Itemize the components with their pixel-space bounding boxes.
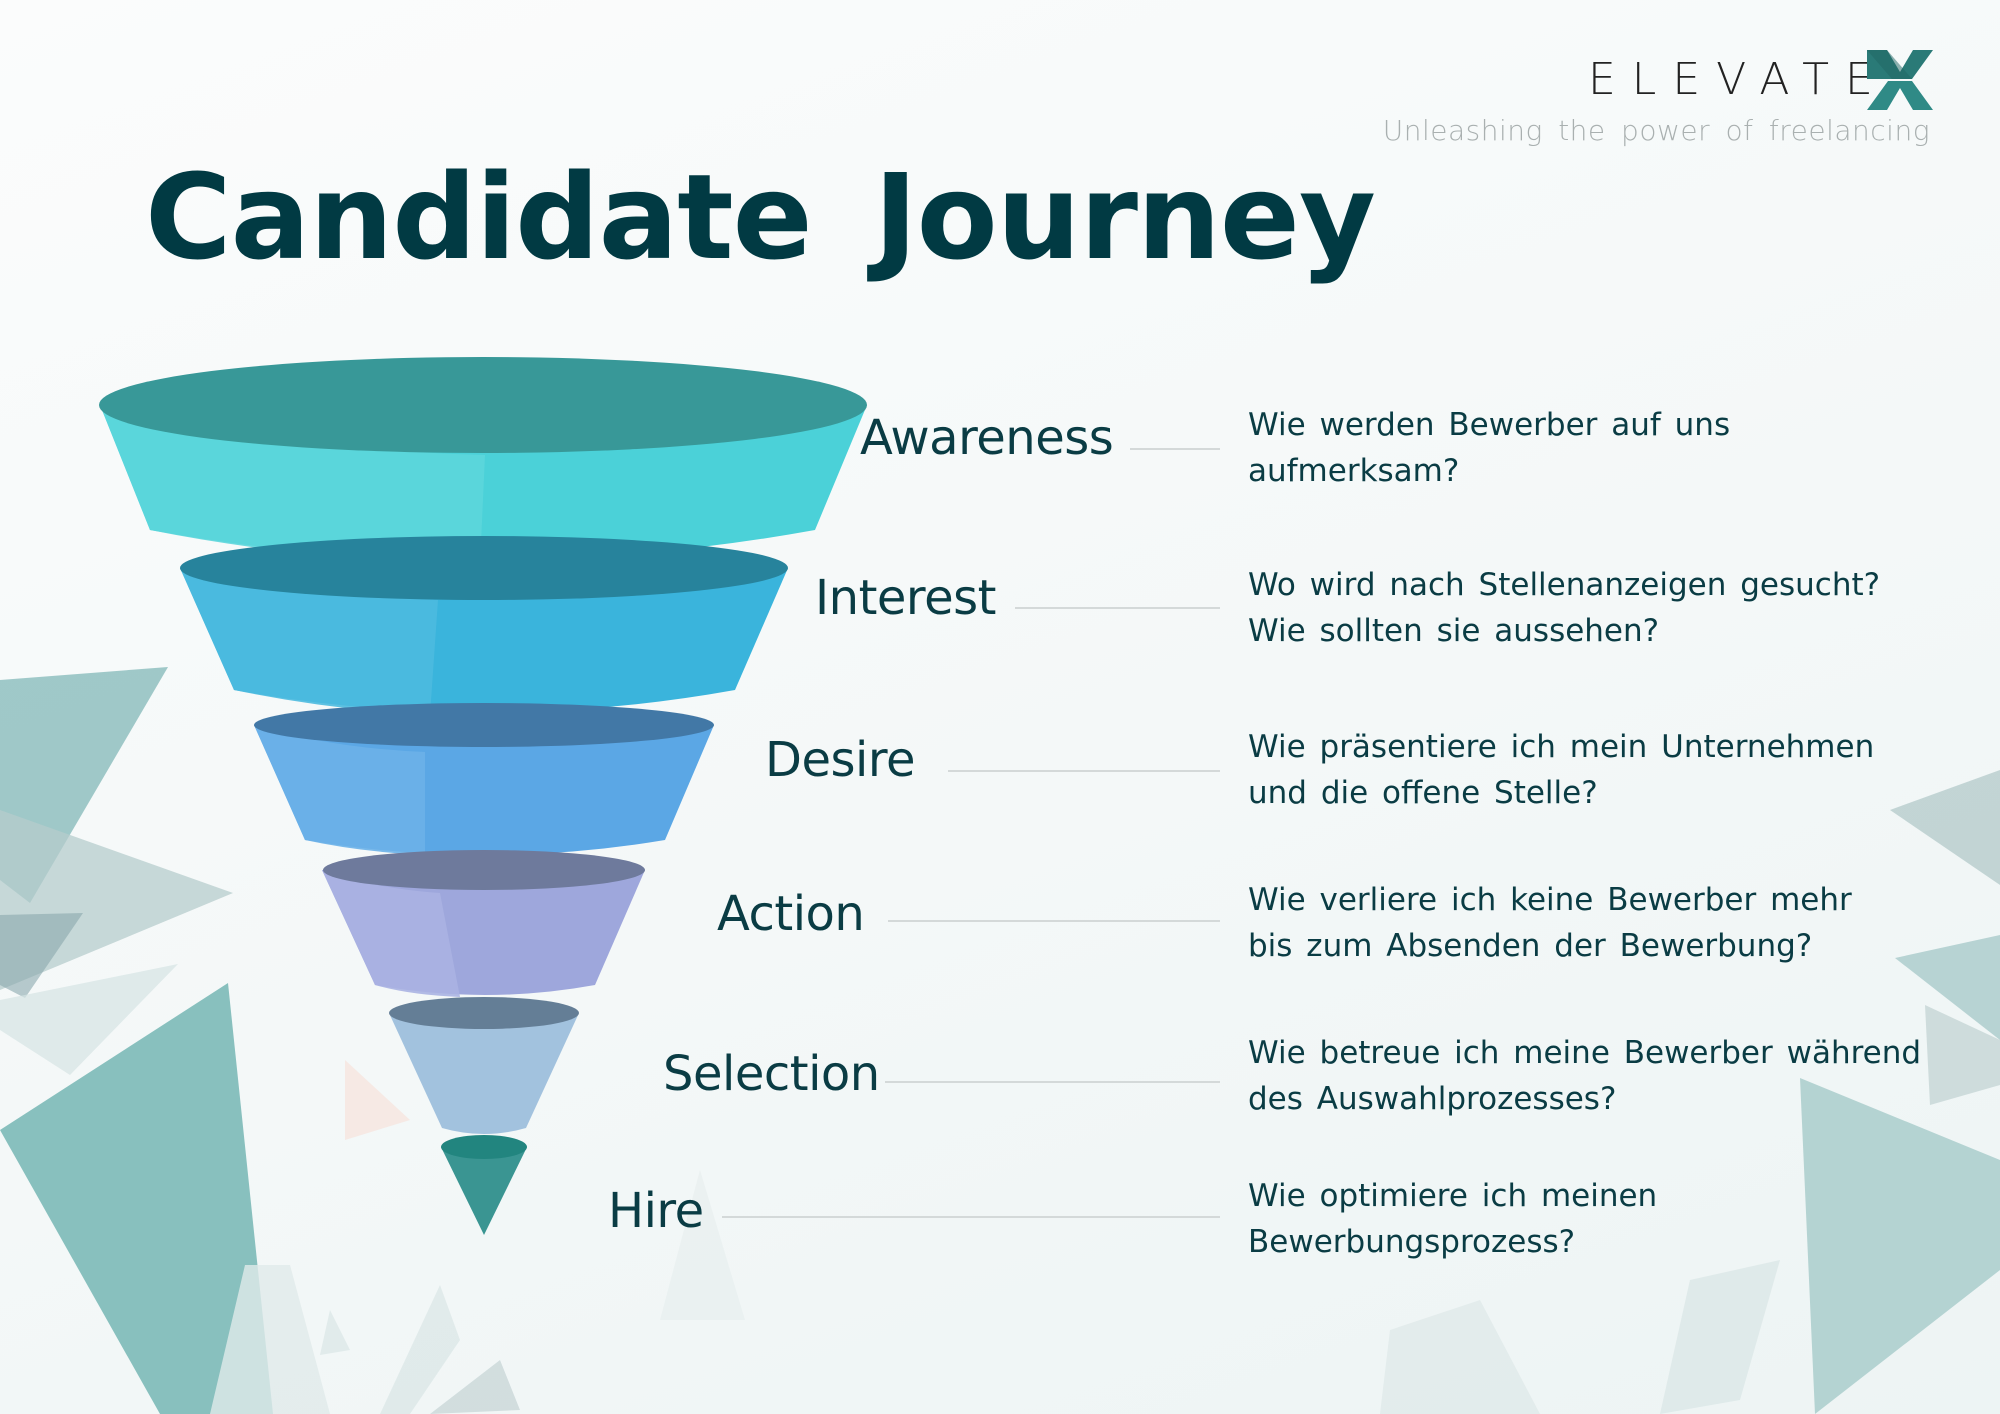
logo-x-icon [1867, 50, 1933, 110]
funnel-layer-hire [441, 1135, 527, 1235]
elevatex-logo: ELEVATE [1588, 50, 1933, 112]
stage-label-hire: Hire [608, 1183, 704, 1239]
question-line: Wie sollten sie aussehen? [1248, 613, 1660, 649]
question-line: des Auswahlprozesses? [1248, 1081, 1617, 1117]
funnel-layer-awareness [99, 357, 867, 565]
question-line: Bewerbungsprozess? [1248, 1224, 1576, 1260]
question-line: Wo wird nach Stellenanzeigen gesucht? [1248, 567, 1881, 603]
question-selection: Wie betreue ich meine Bewerber während d… [1248, 1030, 1921, 1122]
question-line: Wie werden Bewerber auf uns [1248, 407, 1731, 443]
stage-label-selection: Selection [663, 1046, 880, 1102]
question-action: Wie verliere ich keine Bewerber mehr bis… [1248, 877, 1852, 969]
connector-line-desire [948, 770, 1220, 772]
question-line: aufmerksam? [1248, 453, 1460, 489]
funnel-layer-selection [389, 997, 579, 1134]
question-line: Wie verliere ich keine Bewerber mehr [1248, 882, 1852, 918]
funnel-layer-interest [180, 536, 788, 715]
stage-label-interest: Interest [815, 570, 996, 626]
connector-line-selection [885, 1081, 1220, 1083]
connector-line-hire [722, 1216, 1220, 1218]
funnel-layer-desire [254, 703, 714, 855]
page-title: Candidate Journey [145, 148, 1376, 286]
connector-line-interest [1015, 607, 1220, 609]
question-line: und die offene Stelle? [1248, 775, 1598, 811]
question-awareness: Wie werden Bewerber auf uns aufmerksam? [1248, 402, 1730, 494]
logo-wordmark: ELEVATE [1588, 54, 1889, 105]
connector-line-action [888, 920, 1220, 922]
question-line: Wie präsentiere ich mein Unternehmen [1248, 729, 1875, 765]
stage-label-action: Action [717, 886, 865, 942]
question-interest: Wo wird nach Stellenanzeigen gesucht? Wi… [1248, 562, 1880, 654]
question-line: Wie betreue ich meine Bewerber während [1248, 1035, 1922, 1071]
stage-label-desire: Desire [765, 732, 916, 788]
funnel-layer-action [322, 850, 645, 997]
tagline: Unleashing the power of freelancing [1382, 114, 1930, 147]
stage-label-awareness: Awareness [860, 410, 1114, 466]
question-line: bis zum Absenden der Bewerbung? [1248, 928, 1813, 964]
connector-line-awareness [1130, 448, 1220, 450]
question-hire: Wie optimiere ich meinen Bewerbungsproze… [1248, 1173, 1657, 1265]
question-line: Wie optimiere ich meinen [1248, 1178, 1658, 1214]
question-desire: Wie präsentiere ich mein Unternehmen und… [1248, 724, 1874, 816]
